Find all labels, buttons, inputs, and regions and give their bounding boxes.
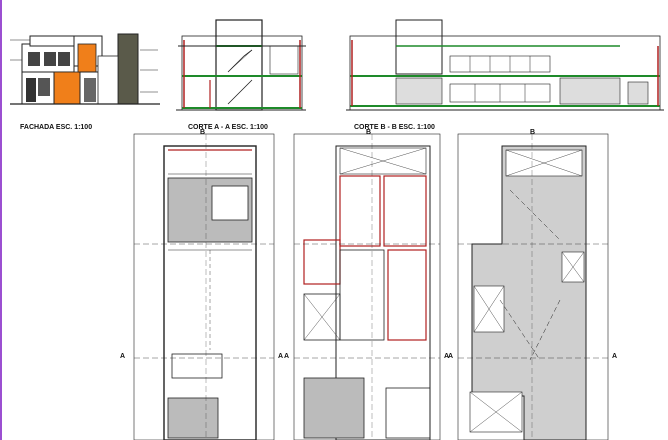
- plan1-axis-a-right: A: [278, 353, 283, 360]
- plan2-axis-a-left: A: [284, 353, 289, 360]
- plan3-axis-a-left: A: [448, 353, 453, 360]
- plan3-axis-a-right: A: [612, 353, 617, 360]
- section-a-a: [176, 19, 306, 111]
- plan3-axis-b: B: [530, 129, 535, 136]
- roof-plan: [457, 133, 609, 440]
- plan2-axis-a-right: A: [444, 353, 449, 360]
- section-a-title: CORTE A - A ESC. 1:100: [188, 124, 268, 131]
- section-b-b: [346, 19, 664, 111]
- plan1-axis-b: B: [200, 129, 205, 136]
- plan2-axis-b: B: [366, 129, 371, 136]
- plan1-axis-a-left: A: [120, 353, 125, 360]
- floor-plan-ground: [133, 133, 275, 440]
- section-b-title: CORTE B - B ESC. 1:100: [354, 124, 435, 131]
- sheet-border-line: [0, 0, 2, 440]
- facade-elevation: [10, 33, 160, 105]
- floor-plan-upper: [293, 133, 441, 440]
- facade-title: FACHADA ESC. 1:100: [20, 124, 92, 131]
